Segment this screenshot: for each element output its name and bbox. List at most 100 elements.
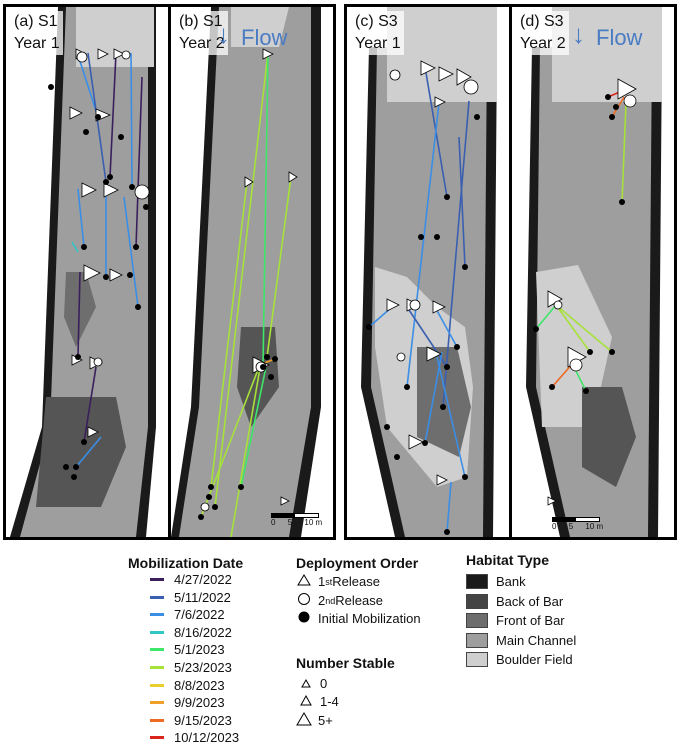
mobilization-date-label: 8/8/2023 — [174, 677, 225, 693]
release-markers-a — [69, 48, 150, 438]
flow-label: Flow — [596, 25, 643, 50]
medium-triangle-icon — [298, 694, 314, 709]
release-markers-c — [386, 60, 479, 486]
scale-zero: 0 — [271, 518, 276, 527]
scale-five: 5 — [568, 522, 574, 531]
boulder-field-region — [231, 7, 289, 47]
boulder-field-region — [552, 7, 662, 102]
habitat-color-swatch — [466, 574, 488, 589]
habitat-item: Main Channel — [466, 632, 577, 648]
habitat-color-swatch — [466, 652, 488, 667]
north-arrow-icon — [547, 496, 557, 506]
panel-a-label: (a) S1 Year 1 — [11, 11, 63, 55]
triangle-icon — [296, 574, 312, 589]
scale-ten: 10 m — [304, 518, 323, 527]
mobilization-date-item: 5/1/2023 — [150, 642, 225, 657]
panel-d-year: Year 2 — [520, 35, 566, 52]
panel-d-svg — [512, 7, 674, 537]
panel-a-year: Year 1 — [14, 35, 60, 52]
mobilization-points-d — [533, 94, 625, 394]
mobilization-date-item: 4/27/2022 — [150, 572, 232, 587]
panel-divider-s1 — [168, 7, 171, 537]
scale-five: 5 — [287, 518, 293, 527]
panel-a-site: (a) S1 — [14, 13, 58, 30]
s1-panel-group: (a) S1 Year 1 — [3, 4, 336, 540]
scale-bar-d: 0 5 10 m — [552, 517, 603, 531]
flow-indicator-b: ↓ Flow — [217, 21, 288, 51]
mobilization-points-a — [48, 84, 149, 480]
panel-d-site: (d) S3 — [520, 13, 564, 30]
mobilization-color-swatch — [150, 666, 164, 669]
flow-arrow-icon: ↓ — [217, 19, 230, 49]
main-channel-region — [179, 7, 311, 537]
mobilization-date-item: 8/16/2022 — [150, 625, 232, 640]
second-release-sup: nd — [325, 595, 336, 606]
mobilization-date-item: 5/23/2023 — [150, 660, 232, 675]
mobilization-points-b — [198, 354, 278, 520]
mobilization-color-swatch — [150, 578, 164, 581]
panel-c-svg — [347, 7, 509, 537]
panel-a-map: (a) S1 Year 1 — [6, 7, 168, 537]
habitat-label: Boulder Field — [496, 652, 573, 667]
habitat-color-swatch — [466, 632, 488, 648]
panel-d-label: (d) S3 Year 2 — [517, 11, 569, 55]
habitat-label: Bank — [496, 574, 526, 589]
mobilization-date-label: 9/15/2023 — [174, 712, 232, 728]
panel-a-svg — [6, 7, 168, 537]
habitat-label: Main Channel — [496, 632, 577, 648]
mobilization-color-swatch — [150, 595, 164, 599]
stable-one-four: 1-4 — [298, 694, 339, 709]
mobilization-color-swatch — [150, 701, 164, 705]
release-markers-d — [547, 78, 637, 372]
habitat-item: Bank — [466, 574, 526, 589]
stable-legend-title: Number Stable — [296, 655, 395, 671]
mobilization-date-item: 7/6/2022 — [150, 607, 225, 622]
mobilization-color-swatch — [150, 718, 164, 722]
scale-ten: 10 m — [585, 522, 604, 531]
habitat-label: Front of Bar — [496, 613, 565, 628]
stable-five-plus: 5+ — [296, 712, 333, 729]
front-of-bar-region — [64, 272, 96, 347]
habitat-legend-title: Habitat Type — [466, 552, 549, 568]
large-triangle-icon — [296, 712, 312, 729]
small-triangle-icon — [298, 676, 314, 691]
mobilization-date-item: 10/12/2023 — [150, 730, 239, 745]
habitat-color-swatch — [466, 613, 488, 628]
habitat-item: Boulder Field — [466, 652, 573, 667]
habitat-color-swatch — [466, 593, 488, 609]
mobilization-date-item: 8/8/2023 — [150, 678, 225, 693]
mobilization-color-swatch — [150, 630, 164, 634]
stable-one-four-label: 1-4 — [320, 694, 339, 709]
initial-mobilization-label: Initial Mobilization — [318, 611, 421, 626]
panel-d-map: (d) S3 Year 2 ↓ Flow 0 5 10 m — [512, 7, 674, 537]
scale-zero: 0 — [552, 522, 557, 531]
habitat-item: Front of Bar — [466, 613, 565, 628]
mobilization-paths-c — [368, 66, 470, 533]
stable-five-plus-label: 5+ — [318, 713, 333, 728]
second-release-number: 2 — [318, 593, 326, 608]
north-arrow-icon — [280, 496, 290, 506]
mobilization-points-c — [366, 114, 480, 535]
flow-arrow-icon: ↓ — [572, 19, 585, 49]
panel-b-svg — [171, 7, 333, 537]
mobilization-date-label: 5/11/2022 — [174, 589, 231, 605]
panel-c-label: (c) S3 Year 1 — [352, 11, 404, 55]
panel-b-map: (b) S1 Year 2 ↓ Flow 0 5 10 m — [171, 7, 333, 537]
deployment-initial-mobilization: Initial Mobilization — [296, 610, 421, 627]
second-release-label: Release — [335, 593, 383, 608]
habitat-label: Back of Bar — [496, 593, 564, 609]
back-of-bar-region — [582, 387, 636, 487]
panel-b-site: (b) S1 — [179, 13, 223, 30]
mobilization-color-swatch — [150, 613, 164, 617]
mobilization-color-swatch — [150, 683, 164, 687]
mobilization-date-label: 9/9/2023 — [174, 695, 225, 711]
mobilization-date-label: 5/23/2023 — [174, 660, 232, 675]
deployment-legend-title: Deployment Order — [296, 555, 419, 571]
first-release-number: 1 — [318, 574, 326, 589]
flow-label: Flow — [241, 25, 288, 50]
filled-circle-icon — [296, 610, 312, 627]
panel-c-year: Year 1 — [355, 35, 401, 52]
back-of-bar-region — [36, 397, 126, 507]
